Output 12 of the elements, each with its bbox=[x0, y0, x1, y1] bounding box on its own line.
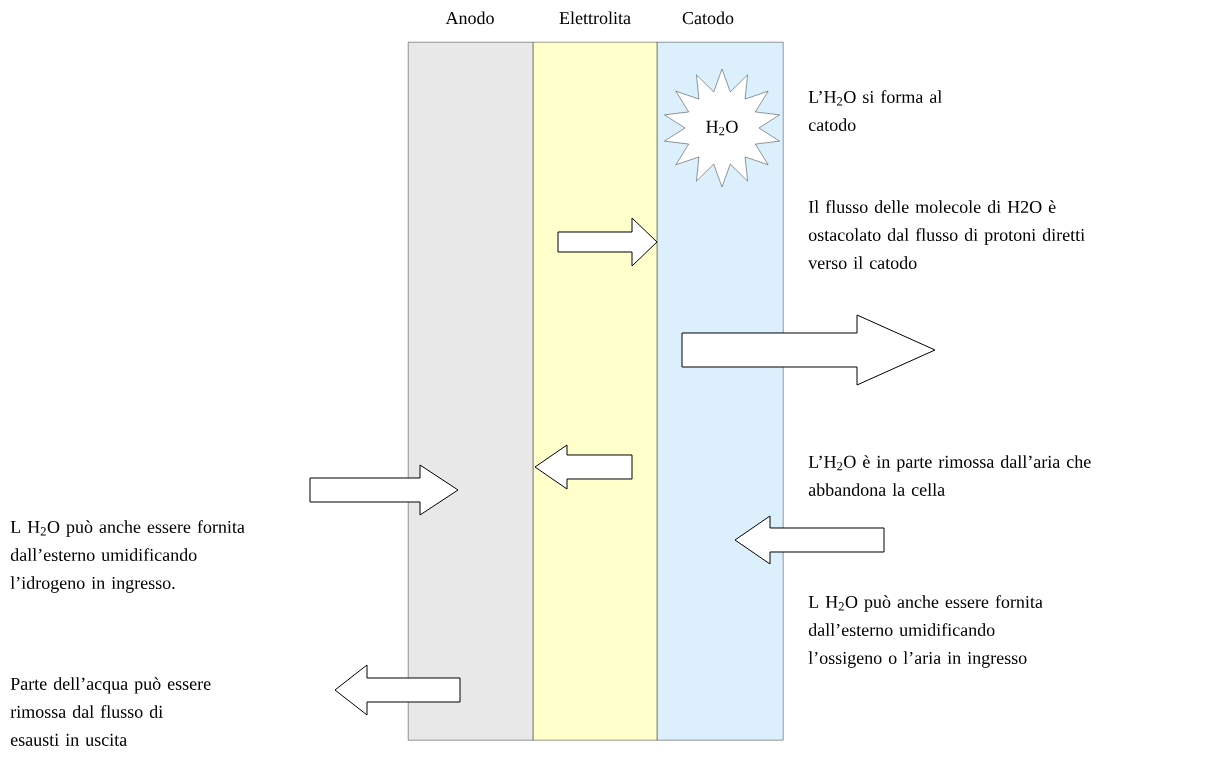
annotation-text: L’H$_{2}$O è in parte rimossa dall’aria che abbandona la cella bbox=[808, 455, 1091, 496]
annotation-text: L H$_{2}$O può anche essere fornita dall’esterno umidificando l’ossigeno o l’aria in ingresso bbox=[808, 595, 1043, 668]
layer-band: Anodo bbox=[408, 11, 534, 741]
starburst: H$_{2}$O bbox=[664, 68, 780, 188]
layer-band: Elettrolita bbox=[533, 11, 658, 741]
node-label: Anodo bbox=[445, 11, 494, 25]
node-label: Catodo bbox=[682, 11, 734, 25]
annotation-text: Il flusso delle molecole di H2O è ostacolato dal flusso di protoni diretti verso il catodo bbox=[808, 200, 1085, 270]
node-label: Elettrolita bbox=[559, 11, 631, 25]
annotation-text: L’H$_{2}$O si forma al catodo bbox=[808, 90, 942, 132]
annotation-text: Parte dell’acqua può essere rimossa dal flusso di esausti in uscita bbox=[10, 677, 211, 746]
annotation-text: L H$_{2}$O può anche essere fornita dall’esterno umidificando l’idrogeno in ingresso. bbox=[10, 520, 245, 593]
